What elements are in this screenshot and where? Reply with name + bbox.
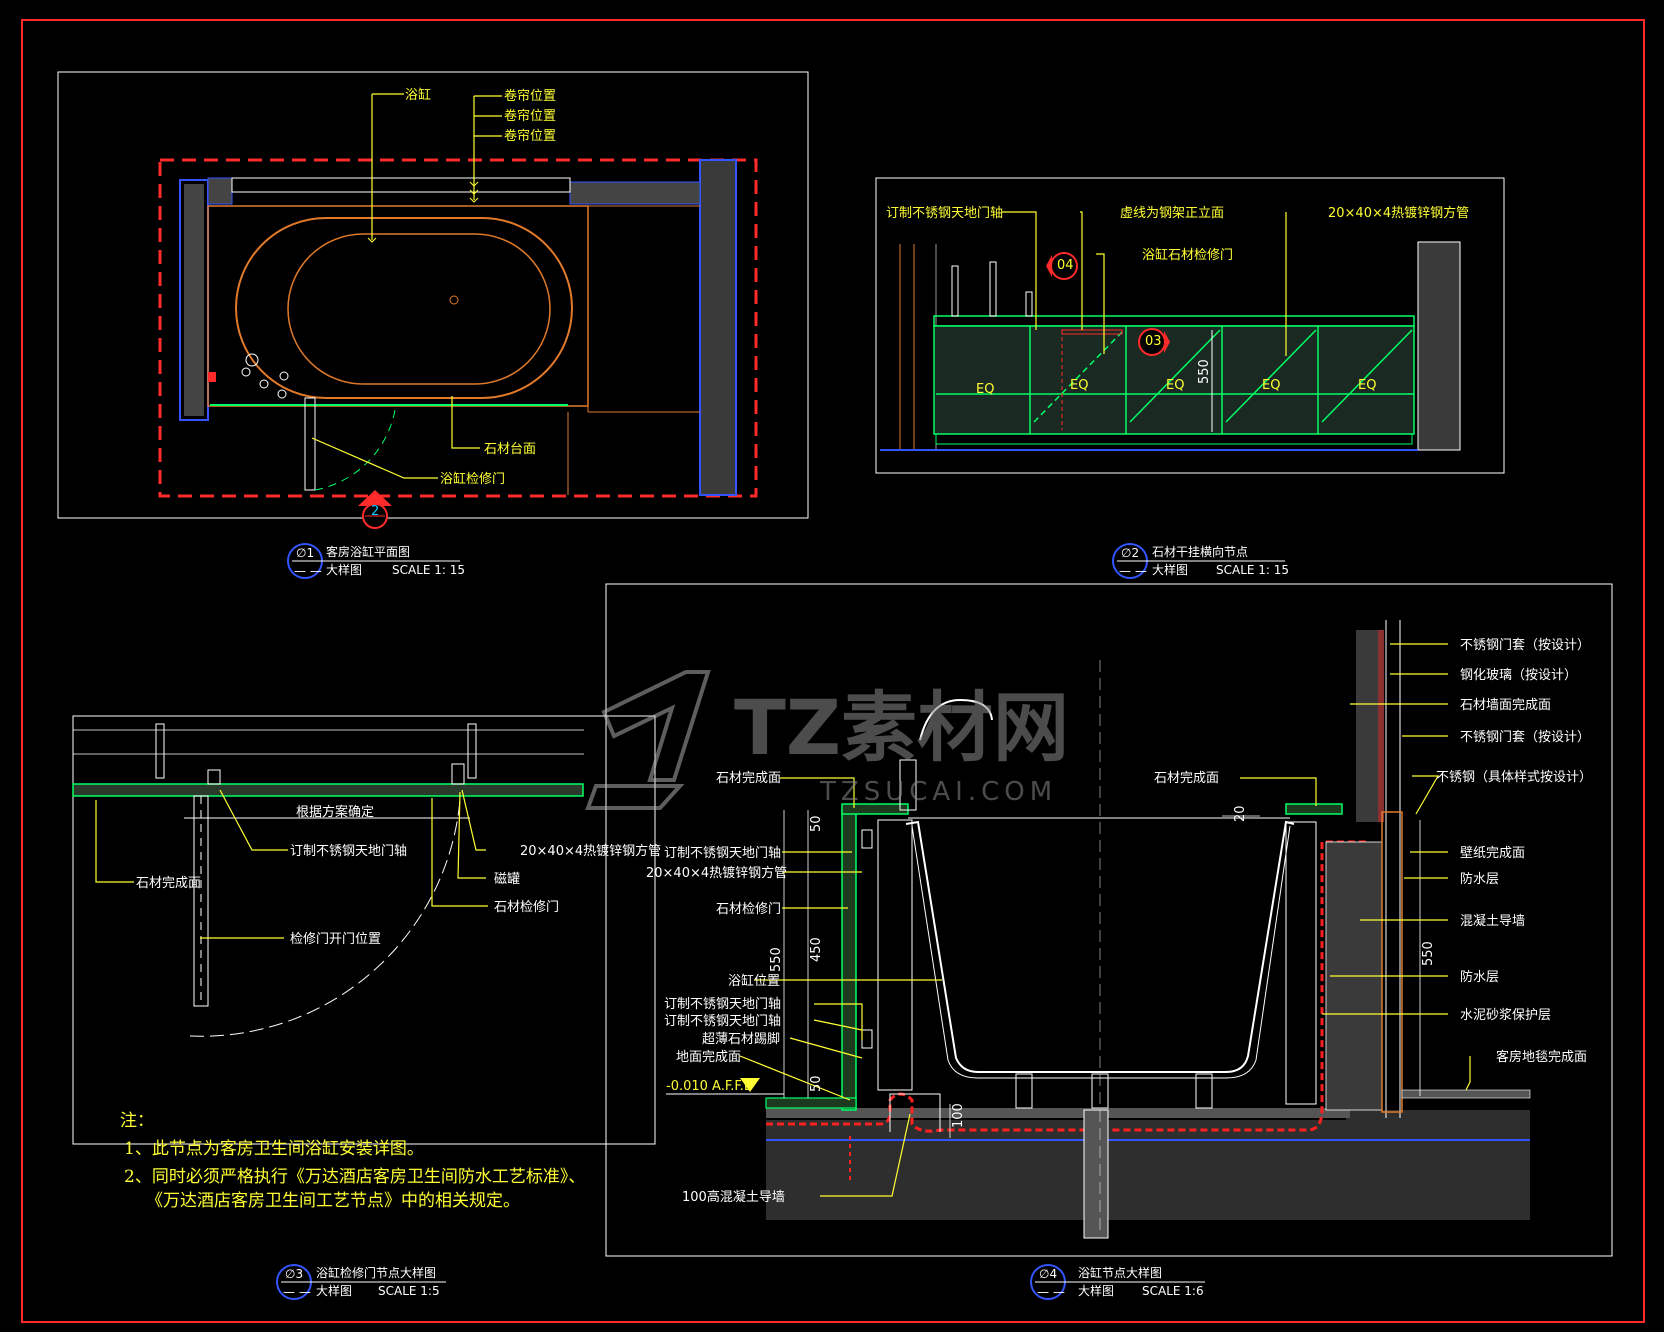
d2-eq-4: EQ: [1262, 378, 1280, 393]
d2-label-steel-tube: 20×40×4热镀锌钢方管: [1328, 205, 1469, 221]
d4-label-frame1: 不锈钢门套（按设计）: [1460, 637, 1590, 653]
d1-section-marker: 2: [371, 504, 379, 519]
d4-label-curb: 100高混凝土导墙: [682, 1189, 785, 1205]
d3-label-open-pos: 检修门开门位置: [290, 932, 381, 947]
d4-label-ss: 不锈钢（具体样式按设计）: [1436, 770, 1592, 785]
d4-label-glass: 钢化玻璃（按设计）: [1460, 668, 1577, 683]
d3-label-magnet: 磁罐: [494, 872, 520, 887]
d3-title-name: 浴缸检修门节点大样图: [316, 1265, 436, 1280]
d1-label-curtain2: 卷帘位置: [504, 108, 556, 124]
notes-line2: 2、同时必须严格执行《万达酒店客房卫生间防水工艺标准》、: [124, 1167, 585, 1187]
sheet-border: [21, 19, 1645, 1323]
d4-label-stone-face-right: 石材完成面: [1154, 771, 1219, 786]
d2-title-symbol: ∅2: [1121, 546, 1139, 560]
d2-title-sub: 大样图: [1152, 562, 1188, 577]
d4-title-name: 浴缸节点大样图: [1078, 1265, 1162, 1280]
d3-title-block: [276, 1264, 446, 1300]
d1-title-sym2: — —: [294, 564, 322, 578]
d2-eq-3: EQ: [1166, 378, 1184, 393]
d2-marker-03: 03: [1145, 334, 1162, 349]
d4-dim-550b: 550: [1421, 941, 1436, 966]
drawing-2-elevation: [875, 177, 1505, 474]
d2-label-access-door: 浴缸石材检修门: [1142, 247, 1233, 263]
d1-title-symbol: ∅1: [296, 546, 314, 560]
d4-label-stone-door: 石材检修门: [716, 902, 781, 917]
d4-title-sub: 大样图: [1078, 1283, 1114, 1298]
d4-label-wall-face: 石材墙面完成面: [1460, 698, 1551, 713]
d1-label-bathtub: 浴缸: [405, 87, 431, 103]
d3-label-steel-tube: 20×40×4热镀锌钢方管: [520, 843, 661, 859]
d4-title-sym2: — —: [1037, 1285, 1065, 1299]
d4-title-symbol: ∅4: [1039, 1267, 1057, 1281]
d3-title-scale: SCALE 1:5: [378, 1284, 440, 1298]
d4-label-mortar: 水泥砂浆保护层: [1460, 1008, 1551, 1023]
d4-label-wp1: 防水层: [1460, 871, 1499, 887]
watermark-brand: TZ素材网: [734, 683, 1069, 772]
d4-label-skirting: 超薄石材踢脚: [702, 1031, 780, 1047]
d4-label-wallpaper: 壁纸完成面: [1460, 846, 1525, 861]
d3-label-door-pivot: 订制不锈钢天地门轴: [290, 844, 407, 859]
d1-label-curtain1: 卷帘位置: [504, 88, 556, 104]
d1-title-name: 客房浴缸平面图: [326, 544, 410, 559]
d4-title-scale: SCALE 1:6: [1142, 1284, 1204, 1298]
d2-marker-04: 04: [1057, 258, 1074, 273]
d3-title-symbol: ∅3: [285, 1267, 303, 1281]
d2-title-scale: SCALE 1: 15: [1216, 563, 1289, 577]
d3-title-sub: 大样图: [316, 1283, 352, 1298]
d4-label-floor-face: 地面完成面: [676, 1050, 741, 1065]
d2-label-door-pivot: 订制不锈钢天地门轴: [886, 206, 1003, 221]
d2-title-sym2: — —: [1119, 564, 1147, 578]
d4-label-concrete: 混凝土导墙: [1460, 913, 1525, 929]
d4-dim-50b: 50: [809, 1075, 824, 1092]
d1-label-curtain3: 卷帘位置: [504, 128, 556, 144]
d4-label-wp2: 防水层: [1460, 969, 1499, 985]
drawing-4-section: [605, 583, 1613, 1257]
d1-title-block: [287, 543, 460, 579]
d4-label-frame2: 不锈钢门套（按设计）: [1460, 729, 1590, 745]
d2-eq-2: EQ: [1070, 378, 1088, 393]
d4-label-pivot3: 订制不锈钢天地门轴: [664, 1014, 781, 1029]
d1-title-sub: 大样图: [326, 562, 362, 577]
d4-label-tub-pos: 浴缸位置: [728, 973, 780, 989]
d1-label-access-door: 浴缸检修门: [440, 471, 505, 487]
d3-title-sym2: — —: [283, 1285, 311, 1299]
d1-title-scale: SCALE 1: 15: [392, 563, 465, 577]
d4-label-carpet: 客房地毯完成面: [1496, 1049, 1587, 1065]
d2-eq-5: EQ: [1358, 378, 1376, 393]
drawing-1-plan: [57, 71, 809, 529]
d4-label-door-pivot: 订制不锈钢天地门轴: [664, 846, 781, 861]
d4-label-stone-face-left: 石材完成面: [716, 771, 781, 786]
d4-dim-450: 450: [809, 937, 824, 962]
d4-label-steel-tube: 20×40×4热镀锌钢方管: [646, 865, 787, 881]
drawing-3-detail: [72, 715, 656, 1145]
d4-label-pivot2: 订制不锈钢天地门轴: [664, 997, 781, 1012]
d2-dim-550: 550: [1197, 359, 1212, 384]
d2-eq-1: EQ: [976, 382, 994, 397]
d4-dim-550a: 550: [769, 947, 784, 972]
d2-title-name: 石材干挂横向节点: [1152, 544, 1248, 559]
notes-line1: 1、此节点为客房卫生间浴缸安装详图。: [124, 1138, 424, 1159]
d3-label-stone-face: 石材完成面: [136, 876, 201, 891]
d4-label-level: -0.010 A.F.F.L: [666, 1079, 752, 1094]
watermark-logo: [585, 670, 711, 810]
d3-label-plan: 根据方案确定: [296, 804, 374, 820]
d1-label-stone-top: 石材台面: [484, 442, 536, 457]
d4-dim-20: 20: [1233, 805, 1248, 822]
d2-title-block: [1112, 543, 1285, 579]
notes-line3: 《万达酒店客房卫生间工艺节点》中的相关规定。: [146, 1191, 520, 1211]
watermark-url: TZSUCAI.COM: [819, 777, 1057, 807]
d3-label-stone-door: 石材检修门: [494, 900, 559, 915]
d2-label-dashed: 虚线为钢架正立面: [1120, 206, 1224, 221]
d4-dim-100: 100: [951, 1103, 966, 1128]
d4-dim-50a: 50: [809, 815, 824, 832]
notes-head: 注：: [120, 1111, 154, 1131]
d4-title-block: [1030, 1264, 1205, 1300]
